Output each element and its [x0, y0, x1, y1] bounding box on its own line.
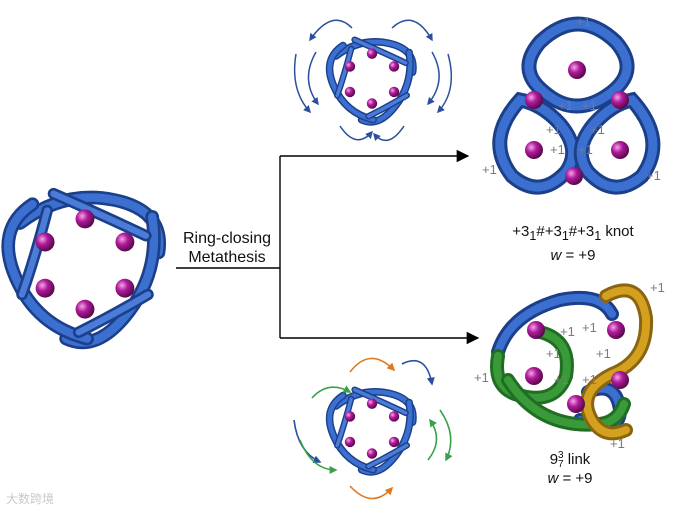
- crossing-label: +1: [482, 162, 497, 177]
- crossing-label: +1: [578, 142, 593, 157]
- starting-molecule: [8, 194, 159, 343]
- crossing-label: +1: [582, 320, 597, 335]
- crossing-label: +1: [650, 280, 665, 295]
- knot-writhe: w = +9: [498, 246, 648, 265]
- crossing-label: +1: [474, 370, 489, 385]
- crossing-label: +1: [550, 142, 565, 157]
- crossing-label: +1: [576, 14, 591, 29]
- crossing-label: +1: [610, 436, 625, 451]
- crossing-label: +1: [558, 98, 573, 113]
- reaction-label: Ring-closing Metathesis: [176, 229, 278, 267]
- bottom-intermediate: [330, 390, 413, 472]
- crossing-label: +1: [554, 372, 569, 387]
- knot-product: +1 +1 +1 +1 +1 +1 +1 +1 +1: [482, 14, 661, 187]
- crossing-label: +1: [582, 372, 597, 387]
- knot-caption: +31#+31#+31 knot w = +9: [498, 222, 648, 265]
- link-product: +1 +1 +1 +1 +1 +1 +1 +1 +1: [474, 280, 665, 451]
- watermark: 大数跨境: [6, 490, 54, 507]
- bottom-arrows: [294, 358, 451, 498]
- link-writhe: w = +9: [520, 469, 620, 488]
- knot-name: +31#+31#+31 knot: [498, 222, 648, 246]
- crossing-label: +1: [546, 122, 561, 137]
- crossing-label: +1: [646, 168, 661, 183]
- top-intermediate: [330, 40, 413, 122]
- crossing-label: +1: [546, 346, 561, 361]
- reaction-label-line2: Metathesis: [176, 248, 278, 267]
- crossing-label: +1: [596, 346, 611, 361]
- crossing-label: +1: [590, 122, 605, 137]
- crossing-label: +1: [582, 98, 597, 113]
- reaction-label-line1: Ring-closing: [176, 229, 278, 248]
- crossing-label: +1: [560, 324, 575, 339]
